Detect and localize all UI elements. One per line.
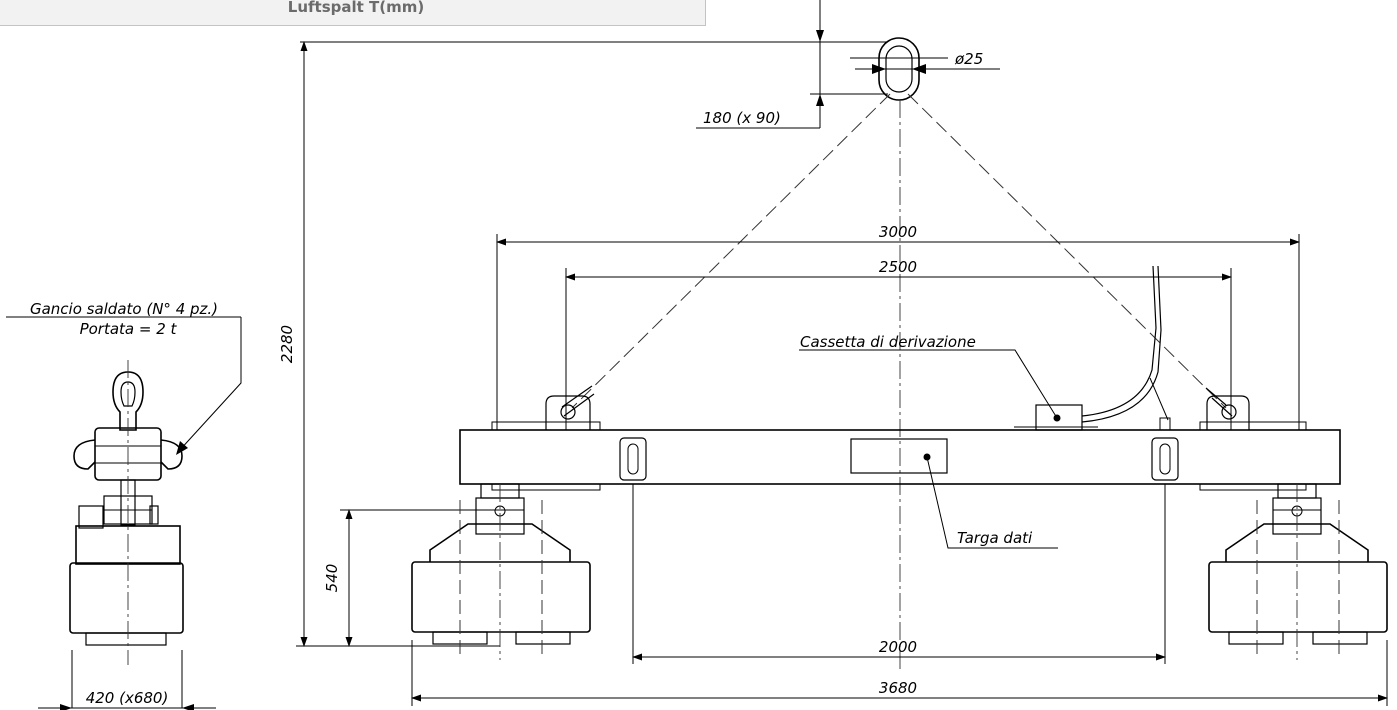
chain-left: [571, 93, 891, 409]
side-magnet: [69, 562, 184, 634]
hook-label-line2: Portata = 2 t: [80, 320, 178, 338]
lug-right: [1205, 387, 1250, 430]
dim-2000: 2000: [879, 638, 917, 656]
magnet-left: [411, 483, 591, 660]
side-shackle: [112, 371, 144, 431]
magnet-right: [1208, 483, 1388, 660]
junction-box: [1014, 265, 1171, 431]
junction-box-label: Cassetta di derivazione: [800, 333, 976, 351]
lifting-ring: [850, 37, 1000, 101]
dim-2000-lines: [632, 484, 1166, 664]
lug-left: [545, 385, 595, 430]
dim-2500: 2500: [879, 258, 917, 276]
dim-540-lines: [340, 509, 500, 647]
side-hook-right: [160, 439, 183, 470]
dim-3680: 3680: [879, 679, 917, 697]
side-hook-left: [73, 439, 96, 470]
dim-3000: 3000: [879, 223, 917, 241]
header-title: Luftspalt T(mm): [287, 0, 425, 16]
chain-right: [907, 93, 1227, 409]
side-width-dim: 420 (x680): [86, 689, 169, 707]
dim-540: 540: [323, 564, 341, 593]
ring-size-dim: 180 (x 90): [703, 109, 781, 127]
dim-2280: 2280: [278, 325, 296, 363]
ring-size-dim-lines: [300, 0, 888, 129]
hook-label-line1: Gancio saldato (N° 4 pz.): [30, 300, 218, 318]
side-view: [38, 360, 216, 710]
dim-2500-lines: [565, 268, 1232, 430]
ring-diameter-dim: ø25: [954, 50, 983, 68]
hook-label-leader: [6, 316, 242, 455]
nameplate-label: Targa dati: [957, 529, 1033, 547]
header-tab: Luftspalt T(mm): [0, 0, 706, 26]
dim-2280-lines: [296, 41, 500, 647]
dim-3000-lines: [496, 234, 1300, 430]
dim-3680-lines: [411, 640, 1388, 706]
